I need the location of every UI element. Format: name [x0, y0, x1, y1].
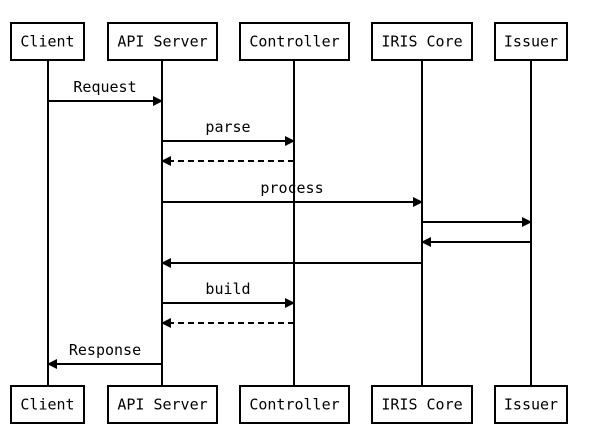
message-label: parse [205, 118, 250, 136]
participant-box [494, 385, 568, 424]
participant-box [10, 385, 85, 424]
participant-iris-top: IRIS Core [371, 22, 473, 61]
message-label: process [260, 179, 323, 197]
participant-box [371, 22, 473, 61]
participant-label: API Server [117, 396, 207, 414]
participant-api-top: API Server [107, 22, 218, 61]
message-0: Request [48, 78, 163, 106]
message-label: Response [69, 341, 141, 359]
participant-label: Client [20, 396, 74, 414]
participant-box [107, 385, 218, 424]
participant-client-top: Client [10, 22, 85, 61]
participant-issuer-bottom: Issuer [494, 385, 568, 424]
message-label: build [205, 280, 250, 298]
participant-label: Issuer [504, 33, 558, 51]
participant-controller-top: Controller [239, 22, 350, 61]
participant-label: Controller [249, 396, 339, 414]
participant-label: API Server [117, 33, 207, 51]
participant-box [371, 385, 473, 424]
participant-box [107, 22, 218, 61]
participant-label: Issuer [504, 396, 558, 414]
participant-iris-bottom: IRIS Core [371, 385, 473, 424]
participant-client-bottom: Client [10, 385, 85, 424]
message-7: build [162, 280, 295, 308]
participant-controller-bottom: Controller [239, 385, 350, 424]
participant-label: Controller [249, 33, 339, 51]
message-1: parse [162, 118, 295, 146]
participant-api-bottom: API Server [107, 385, 218, 424]
participant-box [494, 22, 568, 61]
message-3: process [162, 179, 423, 207]
participant-box [10, 22, 85, 61]
message-9: Response [47, 341, 162, 369]
participant-issuer-top: Issuer [494, 22, 568, 61]
participant-label: IRIS Core [381, 33, 462, 51]
message-label: Request [73, 78, 136, 96]
participant-box [239, 22, 350, 61]
participant-box [239, 385, 350, 424]
participant-label: Client [20, 33, 74, 51]
participant-label: IRIS Core [381, 396, 462, 414]
